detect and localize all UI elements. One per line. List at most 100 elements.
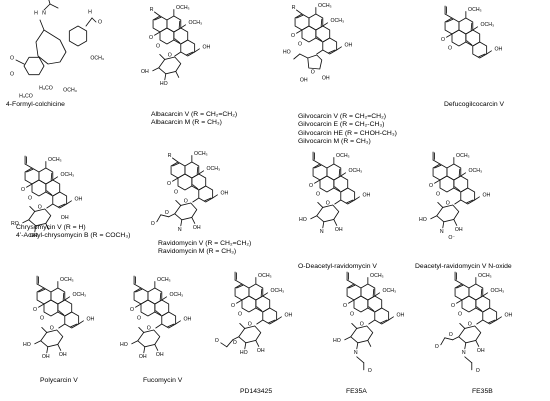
bond <box>296 9 303 15</box>
vinyl-bond <box>346 279 355 285</box>
bond <box>192 197 200 203</box>
bond <box>453 218 458 226</box>
atom-label: OCH₃ <box>481 22 495 28</box>
atom-label: HO <box>160 81 168 87</box>
bond <box>454 199 462 205</box>
ring-5 <box>64 311 80 329</box>
carbonyl-bond <box>314 179 321 184</box>
atom-label: O <box>238 311 242 317</box>
sugar-ring <box>458 325 482 344</box>
double-bond <box>192 184 199 190</box>
atom-label: N <box>42 10 46 16</box>
atom-label: R <box>292 5 296 11</box>
atom-label: OH <box>30 233 38 239</box>
compound-name-line: Polycarcin V <box>40 377 78 384</box>
ring-3 <box>43 299 59 317</box>
atom-label: OH <box>193 225 201 231</box>
methyl-bond <box>29 205 36 212</box>
compound-name-c11: PD143425 <box>240 388 272 396</box>
bond <box>333 218 338 226</box>
compound-name-line: FE35A <box>346 388 367 395</box>
atom-label: OH <box>300 77 308 83</box>
methyl-bond <box>351 322 358 329</box>
bond <box>175 70 180 78</box>
double-bond <box>466 40 473 46</box>
atom-label: OH <box>483 193 491 199</box>
atom-label: OCH₃ <box>469 168 483 174</box>
atom-label: O <box>291 33 295 39</box>
atom-label: O <box>360 322 364 328</box>
ring-3 <box>159 27 175 45</box>
bond <box>322 22 329 27</box>
atom-label: O <box>156 43 160 49</box>
double-bond <box>62 292 65 301</box>
bond <box>354 196 360 201</box>
vinyl-bond <box>234 279 243 285</box>
vinyl-bond <box>133 283 142 289</box>
carbonyl-bond <box>154 31 161 36</box>
atom-label: H₃CO <box>39 85 53 91</box>
atom-label: OH <box>221 191 229 197</box>
atom-label: O <box>165 210 169 216</box>
atom-label: O <box>151 221 155 227</box>
double-bond <box>296 14 304 19</box>
ring-5 <box>374 307 390 325</box>
ring-5 <box>472 41 488 59</box>
atom-label: OCH₃ <box>258 273 272 279</box>
double-bond <box>488 319 496 324</box>
atom-label: O <box>441 37 445 43</box>
bond <box>310 215 318 220</box>
atom-label: R <box>168 153 172 159</box>
atom-label: N <box>440 229 444 235</box>
double-bond <box>454 186 461 192</box>
sugar-ring <box>137 329 161 348</box>
methyl-bond <box>239 322 246 329</box>
bond <box>154 343 159 351</box>
compound-name-line: Gilvocarcin HE (R = CHOH-CH₃) <box>298 129 397 137</box>
compound-name-line: Gilvocarcin V (R = CH₂=CH₂) <box>298 113 386 120</box>
double-bond <box>156 214 162 223</box>
compound-name-c4: Defucogilcocarcin V <box>444 101 504 109</box>
double-bond <box>380 319 388 324</box>
bond <box>336 46 342 51</box>
bond <box>340 172 347 177</box>
bond <box>66 200 72 205</box>
atom-label: OH <box>505 313 513 319</box>
bond <box>442 221 445 229</box>
bond <box>464 356 473 364</box>
bond <box>154 11 161 17</box>
double-bond <box>26 168 34 173</box>
ring-5 <box>180 39 196 57</box>
bond <box>374 292 381 297</box>
bond <box>452 336 460 341</box>
sugar-ring <box>436 204 460 223</box>
double-bond <box>256 306 263 312</box>
ring-5 <box>52 191 68 209</box>
bond <box>172 157 179 163</box>
double-bond <box>46 190 53 196</box>
double-bond <box>372 288 375 297</box>
compound-name-line: 4’-Acetyl-chrysomycin B (R = COCH₃) <box>16 232 131 240</box>
double-bond <box>70 323 78 328</box>
compound-name-c2: Albacarcin V (R = CH₂=CH₂)Albacarcin M (… <box>151 111 237 128</box>
ring-a <box>68 25 88 47</box>
bond <box>299 53 309 59</box>
double-bond <box>476 306 483 312</box>
bond <box>22 219 30 224</box>
carbonyl-bond <box>456 299 463 304</box>
bond <box>460 172 467 177</box>
methyl-bond <box>159 53 166 60</box>
bond <box>244 342 247 350</box>
bond <box>198 170 205 175</box>
atom-label: O <box>309 183 313 189</box>
atom-label: O <box>231 303 235 309</box>
